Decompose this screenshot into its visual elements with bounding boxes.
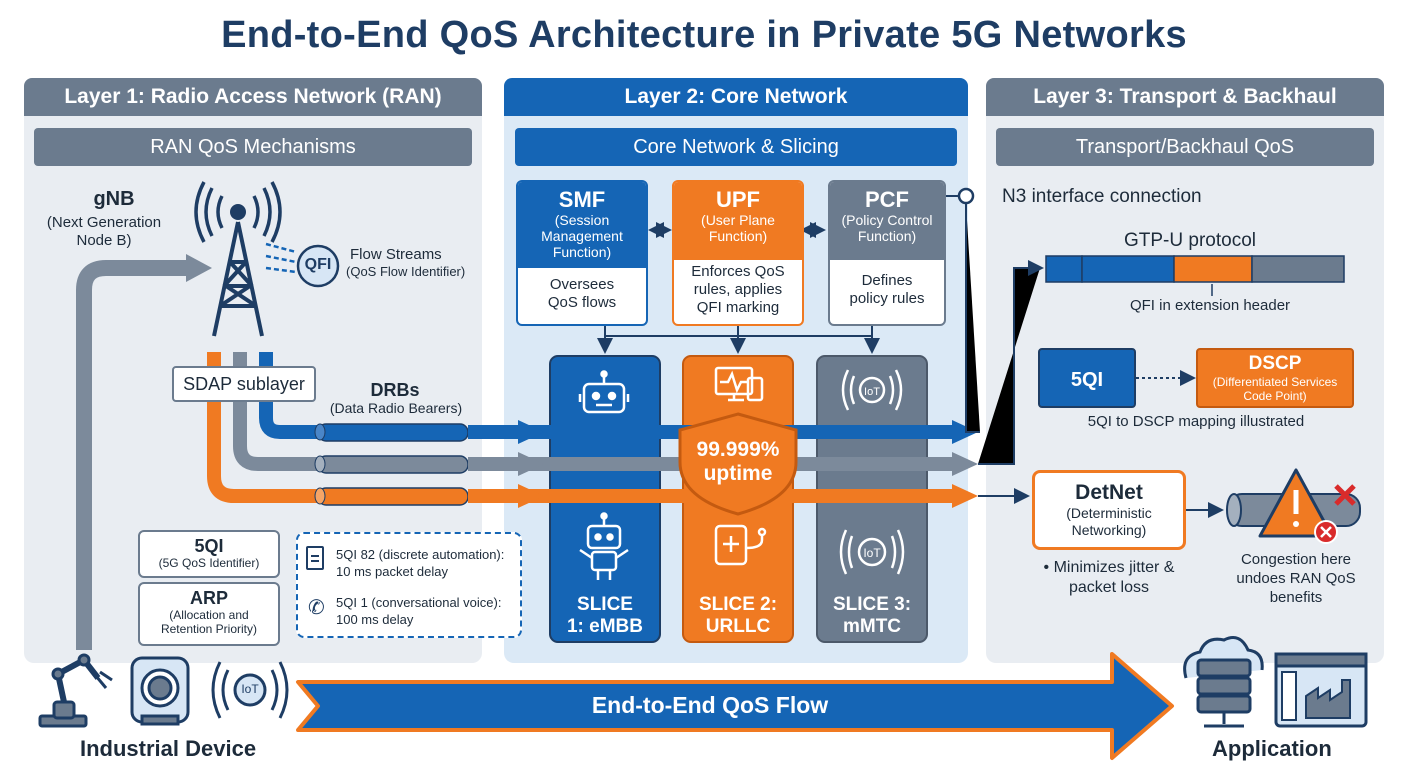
pcf-box: PCF (Policy Control Function) Defines po… [828, 180, 946, 326]
industrial-device-label: Industrial Device [80, 736, 257, 761]
robot-icon-slice1 [578, 370, 630, 414]
slice3-label: SLICE 3: mMTC [832, 594, 912, 637]
layer3-header: Layer 3: Transport & Backhaul [986, 78, 1384, 116]
iot-device-icon [211, 661, 289, 719]
qfi-extension-label: QFI in extension header [1129, 297, 1291, 314]
e2e-flow-arrow [296, 652, 1174, 760]
medical-device-icon-slice2 [714, 524, 767, 566]
gtpu-label: GTP-U protocol [1124, 230, 1256, 251]
fiveqi-box: 5QI (5G QoS Identifier) [138, 530, 280, 578]
qos-example-2: 5QI 1 (conversational voice): 100 ms del… [336, 595, 502, 627]
pcf-title: PCF [865, 187, 909, 212]
layer3-subheader: Transport/Backhaul QoS [996, 128, 1374, 166]
upf-title: UPF [716, 187, 760, 212]
slice2-label: SLICE 2: URLLC [698, 594, 778, 637]
upf-role: Enforces QoS rules, applies QFI marking [691, 263, 785, 316]
drb-pipes [314, 423, 469, 506]
pcf-role: Defines policy rules [849, 272, 925, 307]
sdap-sublayer-box: SDAP sublayer [172, 366, 316, 402]
fiveqi-desc: (5G QoS Identifier) [158, 556, 260, 570]
dscp-box: DSCP (Differentiated Services Code Point… [1196, 348, 1354, 408]
qfi-badge-circle [296, 244, 340, 288]
error-icon [1314, 520, 1338, 544]
smf-header: SMF (Session Management Function) [518, 182, 646, 268]
drbs-label: DRBs [370, 380, 420, 400]
layer1-header: Layer 1: Radio Access Network (RAN) [24, 78, 482, 116]
pcf-header: PCF (Policy Control Function) [830, 182, 944, 260]
robot-icon-slice1-lower [579, 512, 629, 580]
flow-streams-label: Flow Streams [350, 246, 442, 263]
drbs-desc: (Data Radio Bearers) [329, 400, 463, 416]
smf-box: SMF (Session Management Function) Overse… [516, 180, 648, 326]
arp-desc: (Allocation and Retention Priority) [160, 608, 258, 636]
fiveqi-transport-box: 5QI [1038, 348, 1136, 408]
detnet-box: DetNet (Deterministic Networking) [1032, 470, 1186, 550]
mapping-label: 5QI to DSCP mapping illustrated [1087, 413, 1305, 430]
upf-desc: (User Plane Function) [701, 212, 775, 244]
uptime-label: 99.999% uptime [696, 438, 780, 485]
mri-scanner-icon [130, 656, 190, 726]
upf-header: UPF (User Plane Function) [674, 182, 802, 260]
uptime-shield [678, 412, 798, 516]
iot-icon-slice3-lower: IoT [839, 529, 905, 575]
n3-interface-label: N3 interface connection [1002, 186, 1202, 207]
detnet-desc: (Deterministic Networking) [1066, 505, 1152, 538]
gtpu-packet [1045, 255, 1345, 283]
uplink-arrow [76, 260, 190, 650]
svg-text:IoT: IoT [863, 546, 881, 560]
detnet-title: DetNet [1075, 481, 1143, 504]
gnb-tower-icon [194, 181, 282, 337]
smf-role: Oversees QoS flows [547, 276, 617, 311]
factory-dashboard-icon [1274, 652, 1368, 728]
qfi-badge-label: QFI [304, 256, 332, 273]
layer2-subheader: Core Network & Slicing [515, 128, 957, 166]
congestion-label: Congestion here undoes RAN QoS benefits [1236, 551, 1356, 606]
robot-arm-icon [38, 653, 113, 728]
dscp-desc: (Differentiated Services Code Point) [1212, 375, 1338, 403]
close-icon [1334, 484, 1356, 506]
document-icon [306, 546, 324, 570]
uplink-arrow-head [186, 254, 212, 282]
qos-example-1: 5QI 82 (discrete automation): 10 ms pack… [336, 547, 505, 579]
gnb-desc: (Next Generation Node B) [46, 214, 162, 249]
dscp-title: DSCP [1248, 353, 1302, 374]
application-label: Application [1212, 736, 1332, 761]
arp-title: ARP [189, 588, 228, 608]
smf-title: SMF [558, 187, 606, 212]
iot-icon-slice3: IoT [841, 369, 903, 411]
cloud-server-icon [1183, 636, 1264, 728]
detnet-benefit: • Minimizes jitter & packet loss [1043, 559, 1175, 596]
qos-examples-box [296, 532, 522, 638]
pcf-desc: (Policy Control Function) [841, 212, 933, 244]
warning-icon [1258, 468, 1334, 538]
layer2-header: Layer 2: Core Network [504, 78, 968, 116]
slice1-label: SLICE 1: eMBB [566, 594, 643, 637]
phone-icon: ✆ [308, 597, 325, 619]
fiveqi-title: 5QI [194, 536, 224, 556]
monitor-icon-slice2 [714, 366, 764, 402]
flow-streams-desc: (QoS Flow Identifier) [346, 264, 466, 279]
gnb-title: gNB [93, 188, 135, 210]
svg-text:IoT: IoT [864, 386, 880, 398]
iot-device-label: IoT [241, 682, 259, 696]
page-title: End-to-End QoS Architecture in Private 5… [221, 14, 1187, 56]
layer1-subheader: RAN QoS Mechanisms [34, 128, 472, 166]
upf-box: UPF (User Plane Function) Enforces QoS r… [672, 180, 804, 326]
e2e-flow-label: End-to-End QoS Flow [591, 692, 829, 718]
arp-box: ARP (Allocation and Retention Priority) [138, 582, 280, 646]
smf-desc: (Session Management Function) [541, 212, 623, 260]
